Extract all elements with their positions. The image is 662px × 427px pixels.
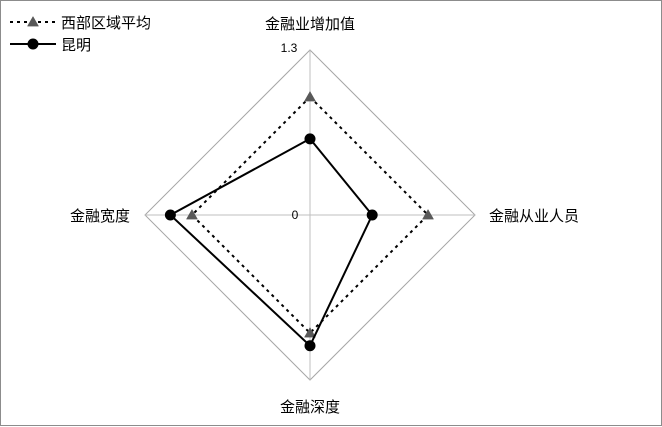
series-1-point-1 — [366, 209, 378, 221]
legend-label-series-1: 昆明 — [61, 36, 91, 54]
series-1-line — [168, 137, 374, 348]
legend-item-series-1: 昆明 — [10, 36, 91, 54]
legend-item-series-0: 西部区域平均 — [10, 14, 151, 32]
series-1-point-3 — [164, 209, 176, 221]
series-1-point-2 — [304, 340, 316, 352]
series-1 — [164, 133, 378, 352]
legend: 西部区域平均 昆明 — [10, 14, 151, 54]
tick-label-min: 0 — [292, 208, 299, 222]
legend-label-series-0: 西部区域平均 — [61, 14, 151, 32]
series-0-point-1 — [422, 208, 434, 220]
axis-label-left: 金融宽度 — [70, 207, 130, 225]
series-0-point-0 — [304, 90, 316, 102]
axis-label-bottom: 金融深度 — [280, 398, 340, 416]
series-0 — [186, 90, 434, 338]
legend-swatch-marker-1 — [27, 38, 39, 50]
legend-swatch-marker-0 — [27, 15, 39, 27]
tick-label-max: 1.3 — [281, 41, 298, 55]
series-1-point-0 — [304, 133, 316, 145]
series-0-point-3 — [186, 208, 198, 220]
axis-label-right: 金融从业人员 — [489, 207, 579, 225]
axis-label-top: 金融业增加值 — [265, 15, 355, 33]
series-0-point-2 — [304, 327, 316, 338]
